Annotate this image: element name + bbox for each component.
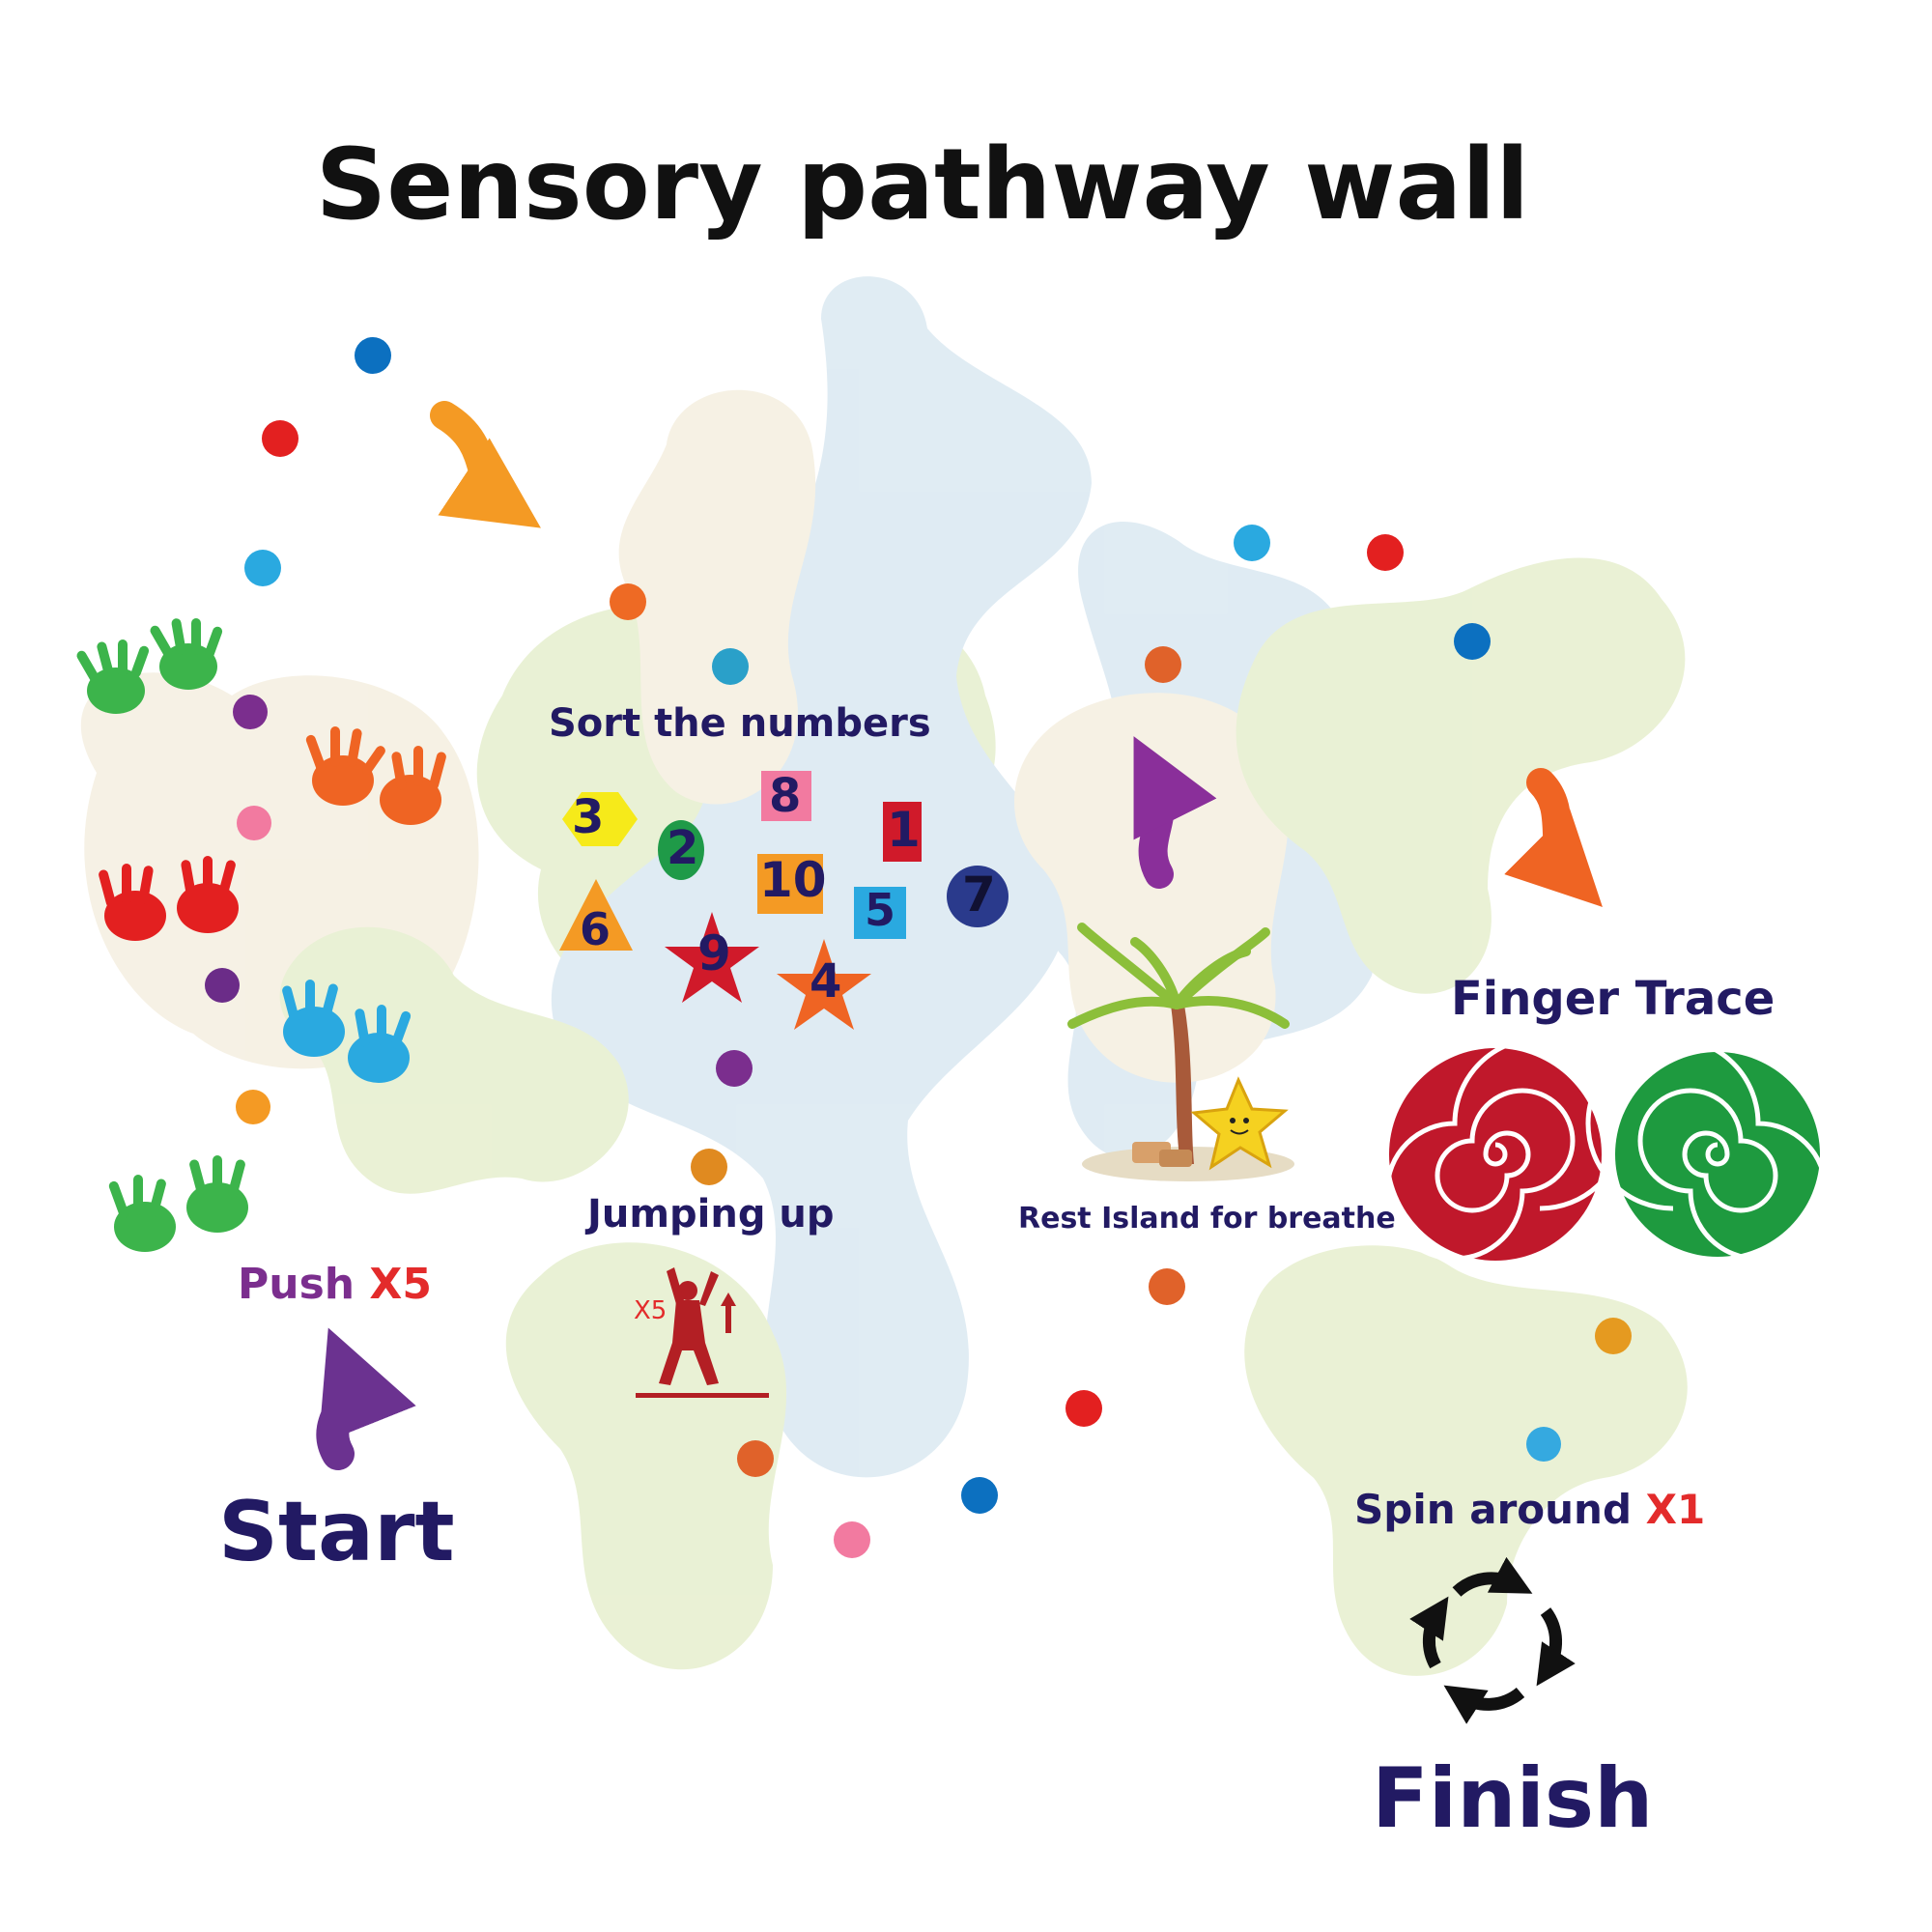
star-9 — [665, 912, 759, 1003]
arrow-purple-center — [1133, 736, 1217, 889]
push-label: Push — [238, 1260, 355, 1309]
number-8: 8 — [769, 769, 802, 823]
square-10 — [757, 854, 823, 914]
starfish-icon — [1190, 1076, 1289, 1171]
number-6: 6 — [580, 903, 611, 955]
star-4 — [777, 939, 871, 1030]
jumping-up-label: Jumping up — [587, 1192, 835, 1236]
rect-1 — [883, 802, 922, 862]
blob-green-right-top — [1236, 557, 1686, 994]
page-title: Sensory pathway wall — [315, 128, 1530, 242]
hand-pair-green-bottom — [108, 1155, 248, 1252]
push-instruction: Push X5 — [238, 1260, 432, 1309]
oval-2 — [658, 820, 704, 880]
hand-prints-icon — [76, 618, 446, 1252]
blob-green-right-bottom — [1244, 1245, 1688, 1676]
rest-island-label: Rest Island for breathe — [1018, 1202, 1396, 1236]
spin-label: Spin around — [1354, 1486, 1633, 1533]
number-3: 3 — [572, 790, 605, 844]
palm-tree-icon — [1067, 923, 1294, 1181]
arrow-purple-start — [316, 1327, 416, 1470]
number-5: 5 — [865, 884, 896, 936]
push-count: X5 — [369, 1260, 432, 1309]
blob-green-bottom — [505, 1242, 787, 1670]
finger-trace-label: Finger Trace — [1451, 972, 1776, 1026]
number-2: 2 — [667, 821, 699, 875]
arrow-orange-top — [430, 401, 541, 528]
finish-label: Finish — [1372, 1750, 1654, 1847]
spin-instruction: Spin around X1 — [1354, 1486, 1705, 1533]
number-7: 7 — [962, 867, 996, 923]
path-arrow-icon — [316, 401, 1603, 1470]
jump-count: X5 — [634, 1296, 668, 1325]
number-10: 10 — [759, 852, 827, 908]
triangle-6 — [559, 879, 633, 951]
start-label: Start — [218, 1484, 455, 1580]
scattered-dots — [205, 337, 1632, 1558]
arrow-orange-right — [1504, 768, 1603, 907]
number-9: 9 — [697, 925, 731, 981]
square-5 — [854, 887, 906, 939]
number-4: 4 — [810, 954, 842, 1009]
jumping-person-icon — [636, 1267, 769, 1398]
number-1: 1 — [887, 802, 921, 858]
hand-pair-green-top — [76, 618, 223, 714]
square-8 — [761, 771, 811, 821]
hand-pair-orange — [305, 726, 446, 825]
number-shapes — [559, 771, 1009, 1030]
background-blobs — [80, 276, 1688, 1676]
blob-beige-center — [618, 389, 816, 805]
circle-7 — [947, 866, 1009, 927]
hexagon-3 — [562, 792, 638, 846]
blob-beige-right — [1014, 693, 1290, 1083]
spiral-icon — [1384, 1036, 1829, 1262]
hand-pair-blue — [282, 980, 412, 1083]
spin-count: X1 — [1645, 1486, 1706, 1533]
rotate-arrows-icon — [1409, 1556, 1576, 1724]
sort-numbers-label: Sort the numbers — [549, 701, 931, 746]
blob-green-left-center — [279, 926, 629, 1194]
hand-pair-red — [99, 856, 239, 941]
